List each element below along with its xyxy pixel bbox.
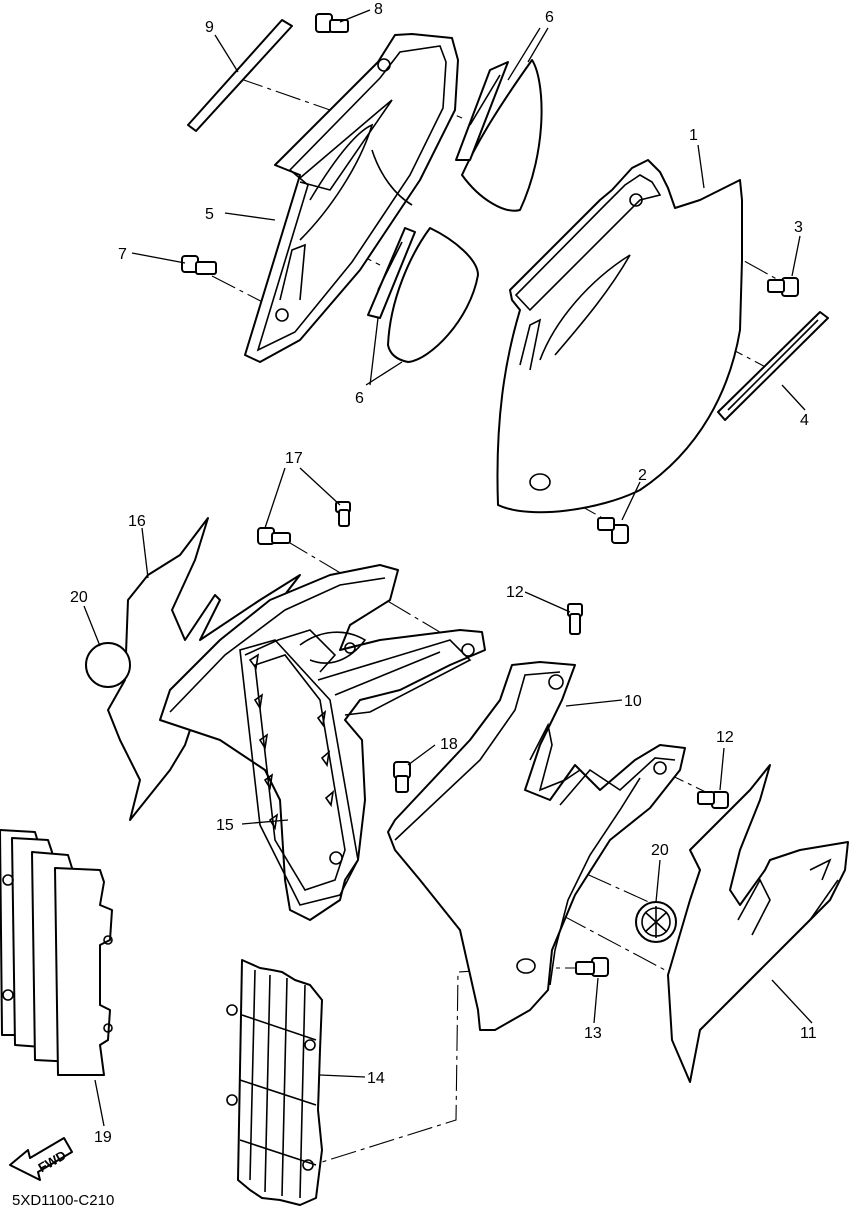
callout-6-lower: 6 — [355, 390, 364, 407]
callout-18: 18 — [440, 736, 458, 753]
callout-3: 3 — [794, 219, 803, 236]
callout-8: 8 — [374, 1, 383, 18]
callout-labels: 9 8 6 5 7 1 3 4 6 2 17 16 20 12 10 12 18… — [70, 1, 817, 1146]
part-20-emblem — [635, 901, 677, 943]
part-6-decal-upper — [455, 59, 543, 212]
callout-10: 10 — [624, 693, 642, 710]
callout-15: 15 — [216, 817, 234, 834]
callout-1: 1 — [689, 127, 698, 144]
callout-13: 13 — [584, 1025, 602, 1042]
callout-2: 2 — [638, 467, 647, 484]
callout-17: 17 — [285, 450, 303, 467]
callout-11: 11 — [800, 1025, 817, 1042]
part-15-radiator-shroud — [159, 564, 486, 921]
leader-lines — [83, 9, 813, 1127]
part-3-bolt — [767, 277, 799, 297]
part-4-decal-strip — [717, 311, 829, 421]
part-19-radiator-louver — [0, 829, 113, 1076]
part-17-bolts — [257, 501, 351, 545]
callout-20-left: 20 — [70, 589, 88, 606]
part-11-shroud-graphic — [667, 764, 849, 1083]
callout-12-upper: 12 — [506, 584, 524, 601]
part-10-radiator-shroud — [387, 661, 686, 1031]
part-8-bolt — [315, 13, 349, 33]
callout-5: 5 — [205, 206, 214, 223]
diagram-code: 5XD1100-C210 — [12, 1192, 114, 1209]
part-5-side-cover-left — [244, 33, 459, 363]
callout-14: 14 — [367, 1070, 385, 1087]
callout-4: 4 — [800, 412, 809, 429]
callout-19: 19 — [94, 1129, 112, 1146]
callout-6-upper: 6 — [545, 9, 554, 26]
part-14-radiator-louver — [226, 959, 323, 1206]
part-1-side-cover-right — [496, 159, 743, 514]
part-9-decal-strip — [187, 19, 293, 132]
callout-20-right: 20 — [651, 842, 669, 859]
callout-12-lower: 12 — [716, 729, 734, 746]
part-2-bolt — [597, 517, 629, 544]
part-13-bolt — [575, 957, 609, 977]
callout-7: 7 — [118, 246, 127, 263]
fwd-arrow: FWD — [9, 1137, 73, 1181]
part-18-bolt — [393, 761, 411, 793]
part-7-bolt — [181, 255, 217, 275]
callout-9: 9 — [205, 19, 214, 36]
callout-16: 16 — [128, 513, 146, 530]
part-12-bolts — [567, 603, 729, 809]
part-6-decal-lower — [367, 227, 479, 363]
